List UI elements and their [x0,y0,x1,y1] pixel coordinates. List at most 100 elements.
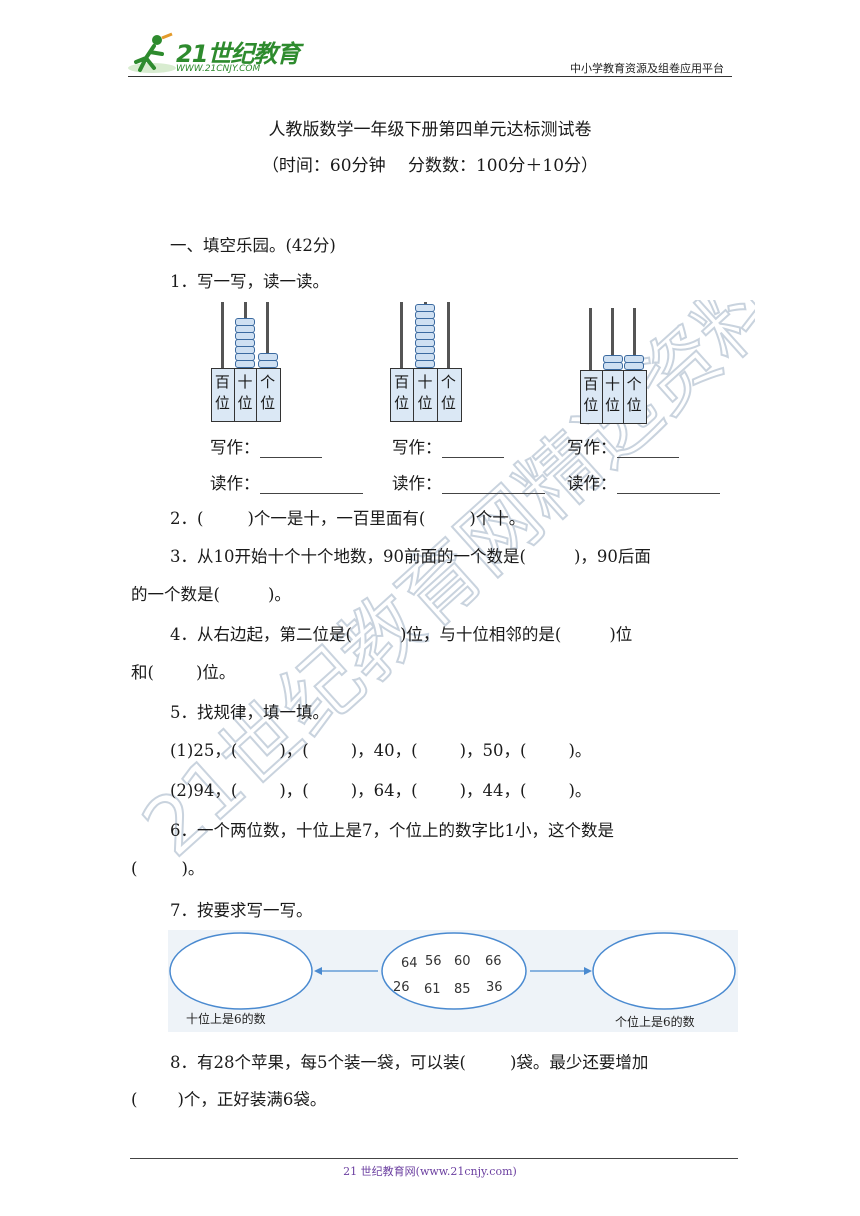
place-value-label: 十位 [237,373,253,412]
abacus-rod [446,302,450,368]
right-oval[interactable] [592,932,736,1010]
place-value-label: 个位 [260,373,276,412]
read-blank[interactable] [616,479,720,494]
abacus-bead [602,355,623,363]
write-label: 写作： [210,438,260,457]
write-blank[interactable] [441,443,504,458]
abacus-rod [589,308,593,370]
place-value-label: 十位 [604,375,620,414]
abacus-base [580,370,647,424]
left-caption: 十位上是6的数 [186,1011,266,1026]
number: 66 [485,954,502,969]
write-label: 写作： [392,438,442,457]
write-blank[interactable] [259,443,322,458]
column-divider [601,370,603,424]
read-label: 读作： [567,474,617,493]
question-8: 8．有28个苹果，每5个装一袋，可以装()袋。最少还要增加 [170,1053,649,1072]
abacus-base [211,368,281,422]
number: 26 [393,980,410,995]
abacus-bead [415,325,435,333]
left-oval[interactable] [169,932,313,1010]
question-8-line2: ()个，正好装满6袋。 [131,1090,327,1109]
abacus-bead [624,362,645,370]
abacus-bead [415,346,435,354]
abacus-bead [235,318,255,326]
footer-text: 21 世纪教育网(www.21cnjy.com) [343,1165,517,1178]
abacus-bead [235,325,255,333]
write-row-1: 写作： [210,434,322,458]
write-row-2: 写作： [392,434,504,458]
center-oval [381,932,527,1010]
abacus-bead [415,353,435,361]
abacus-bead [602,362,623,370]
logo-text: 21世纪教育 [176,40,300,68]
write-blank[interactable] [616,443,679,458]
read-row-1: 读作： [210,470,363,494]
question-4-line2: 和()位。 [131,663,236,682]
question-4: 4．从右边起，第二位是()位，与十位相邻的是()位 [170,625,633,644]
number: 60 [454,954,471,969]
number: 36 [486,980,503,995]
question-2: 2．()个一是十，一百里面有()个十。 [170,509,526,528]
question-5: 5．找规律，填一填。 [170,703,329,722]
read-label: 读作： [392,474,442,493]
abacus-bead [257,353,278,361]
page-title: 人教版数学一年级下册第四单元达标测试卷 [268,120,592,140]
place-value-label: 个位 [626,375,642,414]
place-value-label: 百位 [214,373,230,412]
column-divider [436,368,438,422]
abacus-bead [235,353,255,361]
place-value-label: 百位 [394,373,410,412]
read-row-2: 读作： [392,470,545,494]
abacus-bead [624,355,645,363]
question-5-row-1: (1)25，()，()，40，()，50，()。 [170,741,592,760]
abacus-bead [235,360,255,368]
abacus-base [390,368,462,422]
section-heading: 一、填空乐园。(42分) [170,236,336,255]
abacus-bead [235,339,255,347]
read-row-3: 读作： [567,470,720,494]
abacus-bead [257,360,278,368]
abacus-bead [415,304,435,312]
logo-url: WWW.21CNJY.COM [176,64,261,74]
abacus-bead [415,360,435,368]
question-3: 3．从10开始十个十个地数，90前面的一个数是()，90后面 [170,547,651,566]
abacus-rod [632,308,636,370]
question-6-line2: ()。 [131,859,205,878]
number: 85 [454,982,471,997]
abacus-bead [415,311,435,319]
header-divider [128,76,732,77]
right-caption: 个位上是6的数 [615,1014,695,1029]
place-value-label: 个位 [440,373,456,412]
sorting-diagram: 64 56 60 66 26 61 85 36 十位上是6的数 个位上是6的数 [168,930,738,1032]
platform-tagline: 中小学教育资源及组卷应用平台 [570,62,724,75]
read-label: 读作： [210,474,260,493]
abacus-bead [415,339,435,347]
column-divider [256,368,258,422]
number: 56 [425,954,442,969]
abacus-bead [415,332,435,340]
abacus-rod [611,308,614,370]
read-blank[interactable] [259,479,363,494]
abacus-rod [400,302,404,368]
runner-logo-icon [128,32,176,73]
write-row-3: 写作： [567,434,679,458]
footer-divider [130,1158,738,1159]
write-label: 写作： [567,438,617,457]
question-1: 1．写一写，读一读。 [170,272,329,291]
abacus-bead [235,332,255,340]
question-7: 7．按要求写一写。 [170,901,313,920]
place-value-label: 十位 [417,373,433,412]
abacus-bead [235,346,255,354]
abacus-bead [415,318,435,326]
abacus-rod [266,302,270,368]
number: 61 [424,982,441,997]
question-6: 6．一个两位数，十位上是7，个位上的数字比1小，这个数是 [170,821,614,840]
column-divider [413,368,415,422]
question-3-line2: 的一个数是()。 [131,585,291,604]
column-divider [623,370,625,424]
page-subtitle: （时间：60分钟 分数数：100分＋10分） [261,156,599,176]
number: 64 [401,956,418,971]
read-blank[interactable] [441,479,545,494]
place-value-label: 百位 [583,375,599,414]
